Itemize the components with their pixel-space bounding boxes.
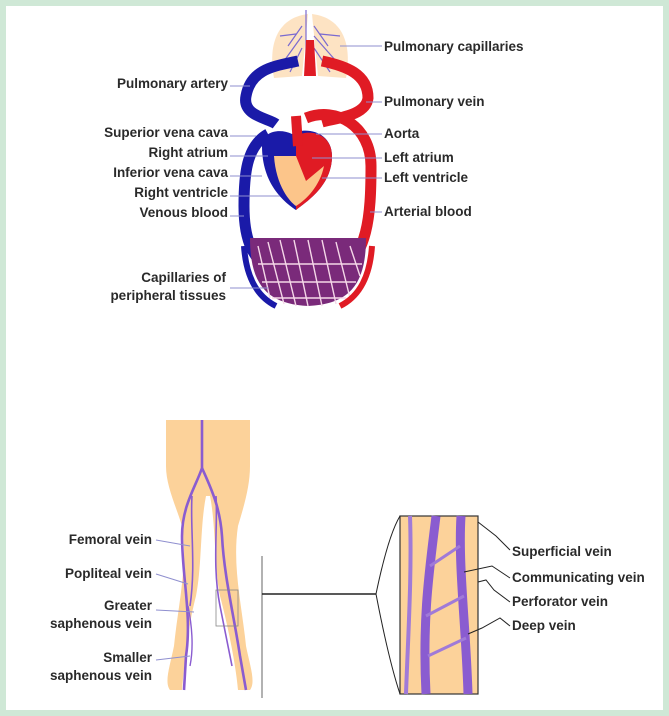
label-pulmonary-artery: Pulmonary artery (117, 76, 229, 91)
label-arterial-blood: Arterial blood (384, 204, 472, 219)
label-capillaries-line2: peripheral tissues (110, 288, 226, 303)
label-pulmonary-vein: Pulmonary vein (384, 94, 485, 109)
label-superior-vena-cava: Superior vena cava (104, 125, 228, 140)
label-perforator-vein: Perforator vein (512, 594, 608, 609)
label-communicating-vein: Communicating vein (512, 570, 645, 585)
label-femoral-vein: Femoral vein (69, 532, 152, 547)
diagram-canvas: Pulmonary artery Superior vena cava Righ… (6, 6, 663, 710)
vein-detail-zoom (376, 516, 478, 694)
label-popliteal-vein: Popliteal vein (65, 566, 152, 581)
label-venous-blood: Venous blood (139, 205, 228, 220)
label-deep-vein: Deep vein (512, 618, 576, 633)
label-inferior-vena-cava: Inferior vena cava (113, 165, 228, 180)
label-aorta: Aorta (384, 126, 420, 141)
label-right-atrium: Right atrium (149, 145, 229, 160)
label-pulmonary-capillaries: Pulmonary capillaries (384, 39, 524, 54)
label-smaller-saphenous-line2: saphenous vein (50, 668, 152, 683)
label-left-atrium: Left atrium (384, 150, 454, 165)
label-smaller-saphenous-line1: Smaller (103, 650, 153, 665)
peripheral-capillary-bed (244, 238, 372, 306)
label-superficial-vein: Superficial vein (512, 544, 612, 559)
figure: Pulmonary artery Superior vena cava Righ… (6, 6, 663, 710)
label-capillaries-line1: Capillaries of (141, 270, 226, 285)
leg-veins-diagram: Femoral vein Popliteal vein Greater saph… (50, 420, 645, 698)
label-right-ventricle: Right ventricle (134, 185, 228, 200)
label-greater-saphenous-line1: Greater (104, 598, 153, 613)
label-greater-saphenous-line2: saphenous vein (50, 616, 152, 631)
circulation-diagram: Pulmonary artery Superior vena cava Righ… (104, 10, 523, 306)
label-left-ventricle: Left ventricle (384, 170, 469, 185)
